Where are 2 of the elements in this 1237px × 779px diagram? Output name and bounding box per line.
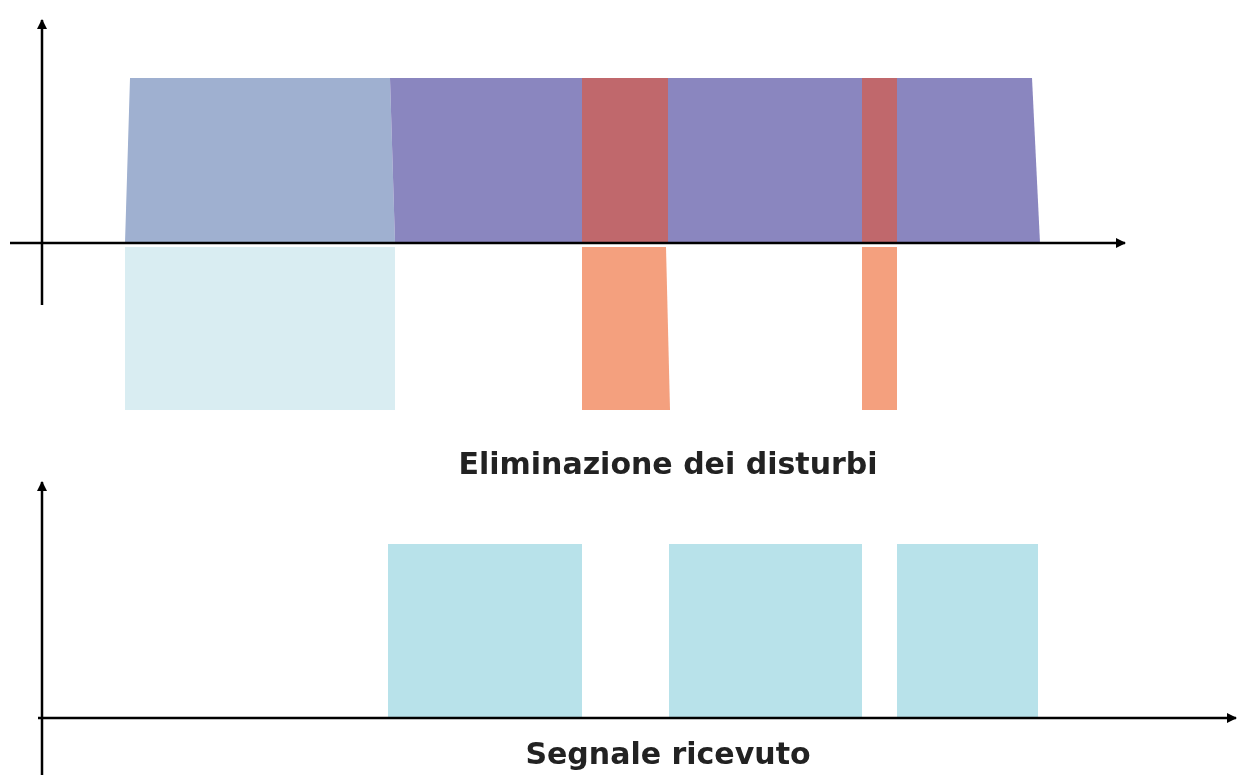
panel-caption: Segnale ricevuto: [525, 736, 811, 771]
panel-caption: Eliminazione dei disturbi: [458, 446, 878, 481]
